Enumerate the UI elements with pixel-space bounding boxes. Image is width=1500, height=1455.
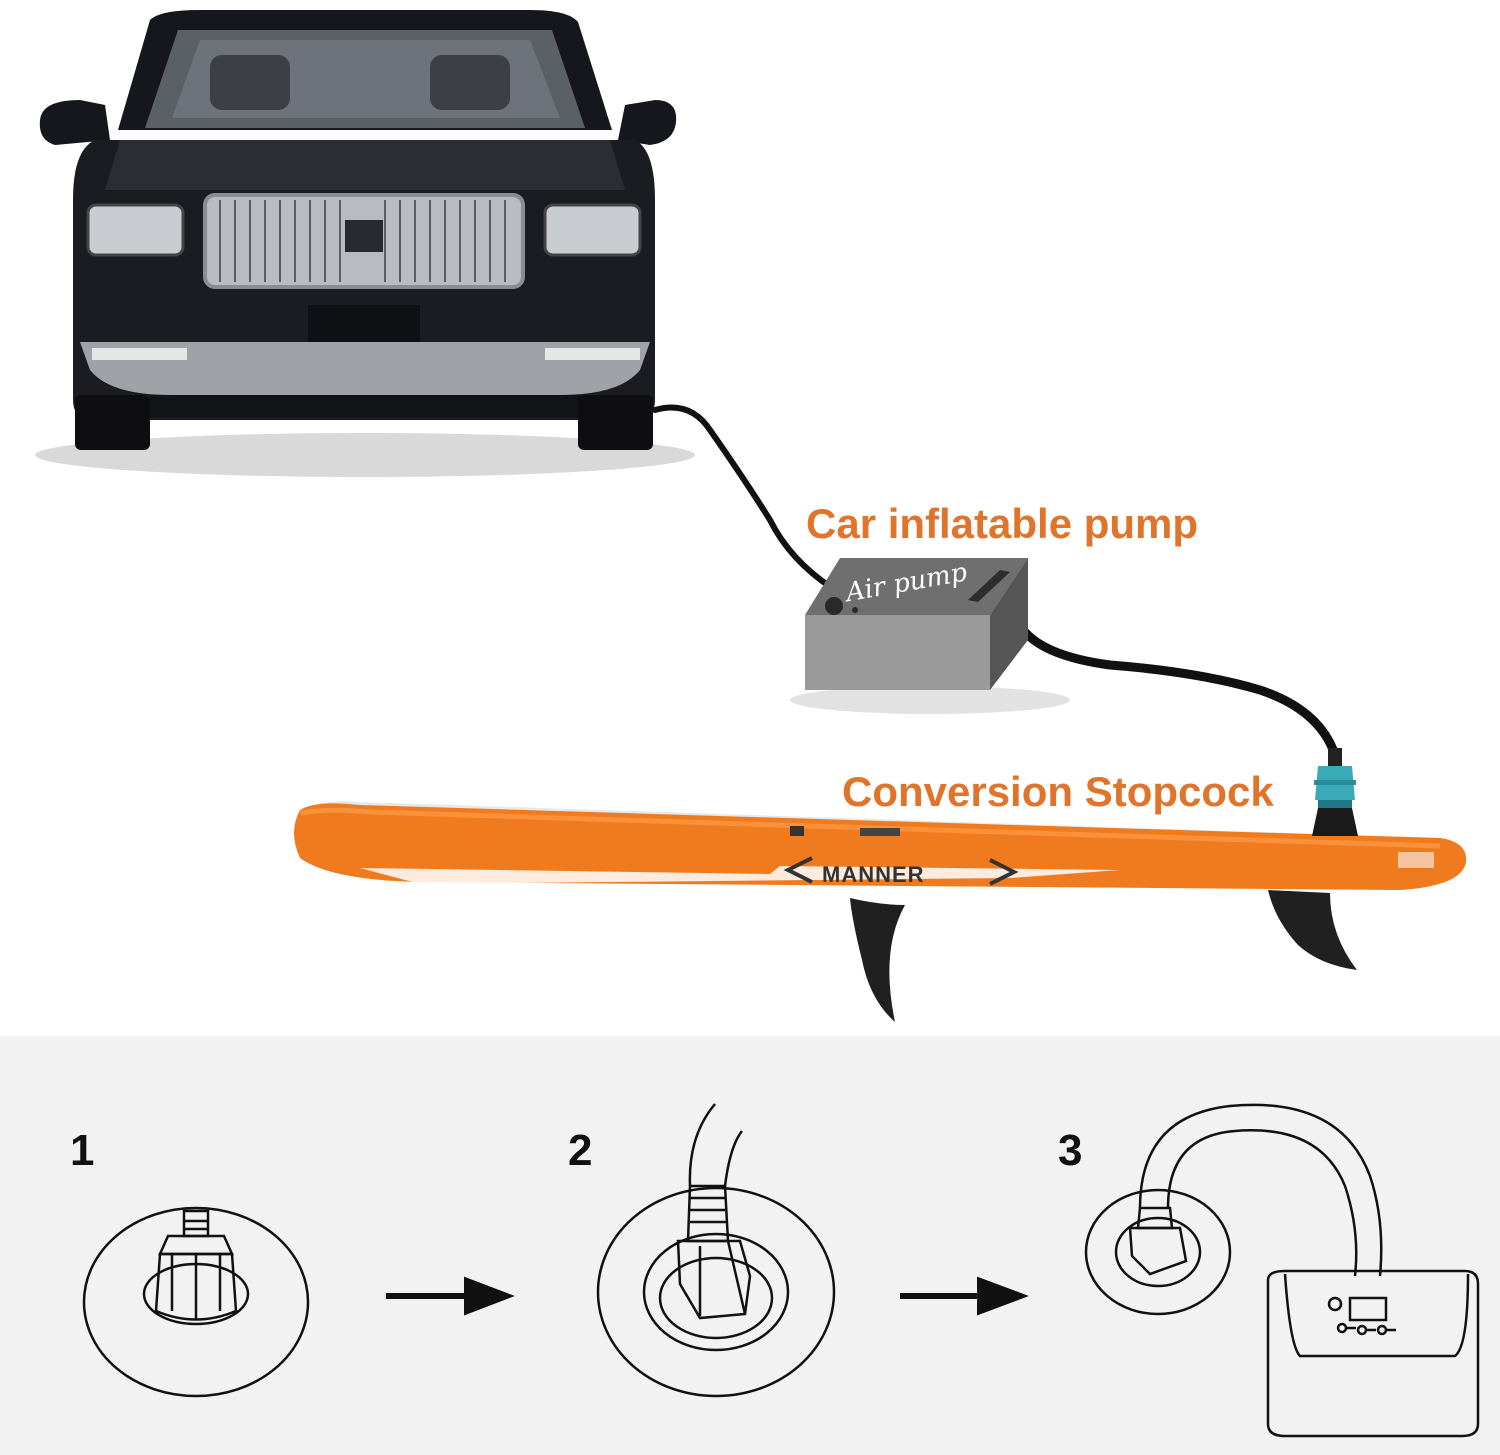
step-3-number: 3 (1058, 1126, 1083, 1175)
arrow-1-to-2 (386, 1276, 515, 1316)
air-pump-box: Air pump (790, 557, 1070, 714)
step-2-number: 2 (568, 1126, 593, 1175)
paddle-board: MANNER (294, 801, 1467, 1022)
board-brand-text: MANNER (822, 862, 925, 887)
steps-panel: 1 2 3 (0, 1036, 1500, 1455)
step-2-valve-hose (596, 1103, 836, 1398)
air-hose (1013, 617, 1340, 760)
steps-illustration (82, 1103, 1480, 1438)
step-1-number: 1 (70, 1126, 95, 1175)
pump-label: Car inflatable pump (806, 500, 1199, 547)
step-3-valve-pump (1084, 1103, 1480, 1438)
stopcock-label: Conversion Stopcock (842, 768, 1274, 815)
car (35, 10, 695, 477)
arrow-2-to-3 (900, 1276, 1029, 1316)
power-cable (652, 404, 835, 591)
conversion-stopcock (1312, 748, 1358, 836)
step-1-valve (82, 1206, 310, 1398)
setup-illustration: Air pump MANNER (35, 10, 1467, 1022)
